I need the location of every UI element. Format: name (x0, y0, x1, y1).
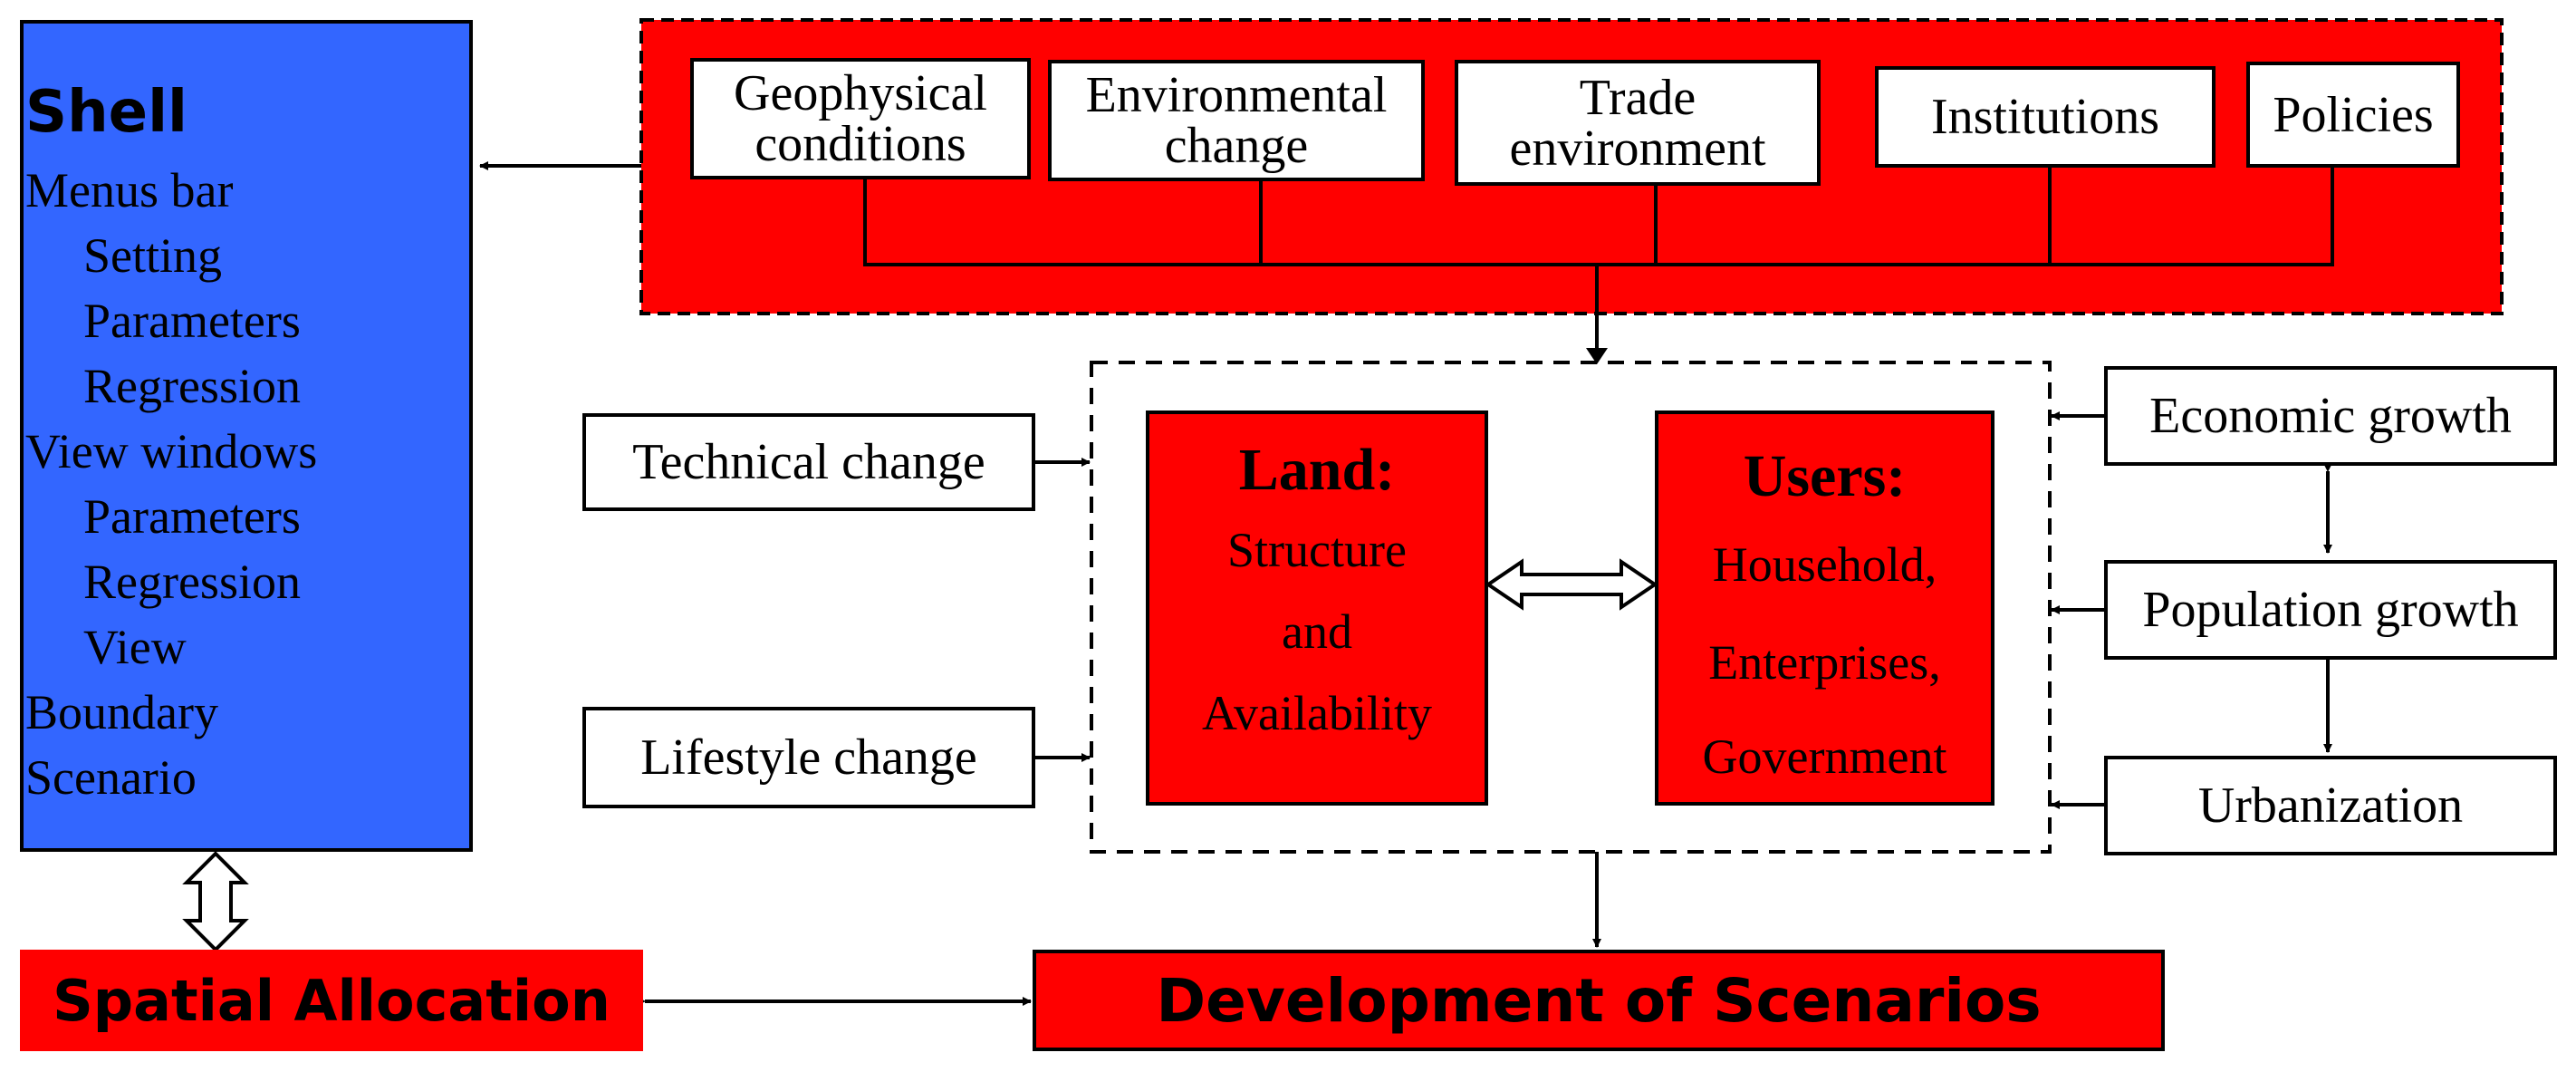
institutions-label: Institutions (1930, 89, 2160, 145)
policies-label: Policies (2273, 86, 2434, 143)
lifestyle-change-box: Lifestyle change (582, 707, 1035, 808)
population-growth-box: Population growth (2104, 560, 2557, 660)
shell-item-boundary: Boundary (25, 685, 218, 739)
shell-item-view: View (83, 620, 187, 674)
urbanization-label: Urbanization (2197, 777, 2464, 834)
land-users-double-arrow (1485, 558, 1658, 611)
institutions-box: Institutions (1875, 66, 2216, 168)
policies-box: Policies (2246, 62, 2460, 168)
spatial-allocation-label: Spatial Allocation (53, 967, 610, 1034)
development-of-scenarios-label: Development of Scenarios (1156, 965, 2042, 1036)
shell-spatial-double-arrow (182, 851, 249, 952)
environmental-change-box: Environmental change (1048, 60, 1425, 181)
users-box: Users: Household, Enterprises, Governmen… (1655, 410, 1994, 806)
shell-panel: Shell Menus bar Setting Parameters Regre… (20, 20, 473, 852)
geophysical-line-2: conditions (755, 116, 966, 172)
development-of-scenarios-box: Development of Scenarios (1033, 950, 2165, 1051)
economic-growth-box: Economic growth (2104, 366, 2557, 466)
shell-menu-list: Menus bar Setting Parameters Regression … (25, 158, 317, 810)
users-line-enterprises: Enterprises, (1708, 635, 1941, 690)
shell-item-parameters: Parameters (83, 294, 301, 348)
shell-item-regression: Regression (83, 555, 301, 609)
population-growth-label: Population growth (2142, 582, 2519, 638)
technical-change-label: Technical change (632, 434, 985, 490)
core-dashed-box (1090, 361, 2052, 854)
economic-growth-label: Economic growth (2149, 388, 2512, 444)
geophysical-line-1: Geophysical (734, 65, 987, 121)
urbanization-box: Urbanization (2104, 756, 2557, 855)
trade-line-1: Trade (1579, 69, 1697, 126)
bus-arrowhead (1586, 348, 1608, 364)
shell-title: Shell (25, 79, 187, 146)
geophysical-conditions-box: Geophysical conditions (690, 58, 1031, 179)
shell-item-view-windows: View windows (25, 424, 318, 478)
lifestyle-change-label: Lifestyle change (640, 729, 977, 786)
shell-item-parameters: Parameters (83, 489, 301, 544)
spatial-allocation-box: Spatial Allocation (20, 950, 643, 1051)
drivers-bus (863, 168, 2334, 361)
land-line-and: and (1282, 604, 1352, 659)
shell-item-menus-bar: Menus bar (25, 163, 234, 217)
environmental-line-1: Environmental (1085, 67, 1388, 123)
land-line-structure: Structure (1227, 523, 1407, 577)
users-title: Users: (1743, 443, 1907, 509)
land-box: Land: Structure and Availability (1146, 410, 1488, 806)
shell-item-scenario: Scenario (25, 750, 197, 805)
trade-line-2: environment (1509, 120, 1766, 177)
shell-item-regression: Regression (83, 359, 301, 413)
shell-item-setting: Setting (83, 228, 223, 283)
trade-environment-box: Trade environment (1455, 60, 1821, 186)
users-line-household: Household, (1712, 537, 1937, 592)
land-line-availability: Availability (1202, 686, 1432, 740)
land-title: Land: (1238, 437, 1396, 503)
users-line-government: Government (1702, 729, 1947, 784)
environmental-line-2: change (1164, 118, 1309, 174)
technical-change-box: Technical change (582, 413, 1035, 511)
